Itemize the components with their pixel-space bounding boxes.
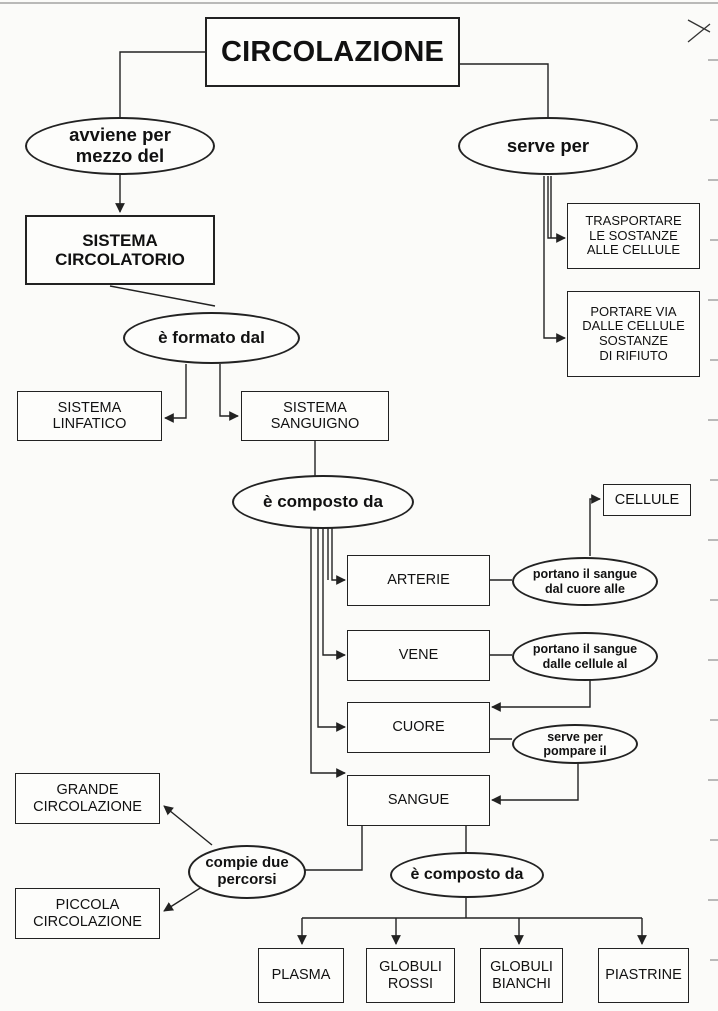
box-globuli-bianchi: GLOBULI BIANCHI <box>480 948 563 1003</box>
box-piastrine: PIASTRINE <box>598 948 689 1003</box>
box-cellule: CELLULE <box>603 484 691 516</box>
box-plasma: PLASMA <box>258 948 344 1003</box>
oval-serve-per: serve per <box>458 117 638 175</box>
arrow-composto-to-sangue <box>310 528 346 778</box>
line-title-to-serve <box>460 63 549 118</box>
box-sangue: SANGUE <box>347 775 490 826</box>
line-title-to-avviene <box>119 51 205 118</box>
oval-portano-dalle-cellule-al: portano il sangue dalle cellule al <box>512 632 658 681</box>
oval-portano-dal-cuore-alle: portano il sangue dal cuore alle <box>512 557 658 606</box>
box-grande-circolazione: GRANDE CIRCOLAZIONE <box>15 773 160 824</box>
pencil-cross-mark <box>687 19 711 43</box>
oval-e-composto-da-2: è composto da <box>390 852 544 898</box>
oval-avviene-per-mezzo-del: avviene per mezzo del <box>25 117 215 175</box>
arrow-label-to-sangue <box>491 755 579 805</box>
box-sistema-linfatico: SISTEMA LINFATICO <box>17 391 162 441</box>
arrow-label-to-cellule <box>589 494 601 556</box>
line-serve-to-portare <box>543 176 566 343</box>
arrow-label-to-cuore <box>491 680 591 712</box>
arrow-compie-to-piccola <box>163 884 206 912</box>
box-globuli-rossi: GLOBULI ROSSI <box>366 948 455 1003</box>
arrow-formato-to-sanguigno <box>219 364 239 421</box>
title-circolazione: CIRCOLAZIONE <box>205 17 460 87</box>
oval-e-formato-dal: è formato dal <box>123 312 300 364</box>
arrow-compie-to-grande <box>163 805 213 846</box>
box-trasportare-le-sostanze: TRASPORTARE LE SOSTANZE ALLE CELLULE <box>567 203 700 269</box>
box-vene: VENE <box>347 630 490 681</box>
box-piccola-circolazione: PICCOLA CIRCOLAZIONE <box>15 888 160 939</box>
arrow-composto-to-cuore <box>317 528 346 732</box>
arrow-formato-to-linfatico <box>164 364 187 423</box>
line-serve-to-trasportare <box>547 176 566 243</box>
box-arterie: ARTERIE <box>347 555 490 606</box>
line-sangue-to-compie <box>304 826 363 871</box>
box-sistema-sanguigno: SISTEMA SANGUIGNO <box>241 391 389 441</box>
arrow-composto-to-arterie <box>331 528 346 585</box>
box-sistema-circolatorio: SISTEMA CIRCOLATORIO <box>25 215 215 285</box>
line-circolatorio-to-formato <box>109 285 216 307</box>
oval-e-composto-da-1: è composto da <box>232 475 414 529</box>
arrow-composto-to-vene <box>322 528 346 660</box>
box-portare-via-dalle-cellule: PORTARE VIA DALLE CELLULE SOSTANZE DI RI… <box>567 291 700 377</box>
oval-compie-due-percorsi: compie due percorsi <box>188 845 306 899</box>
box-cuore: CUORE <box>347 702 490 753</box>
oval-serve-per-pompare-il: serve per pompare il <box>512 724 638 764</box>
